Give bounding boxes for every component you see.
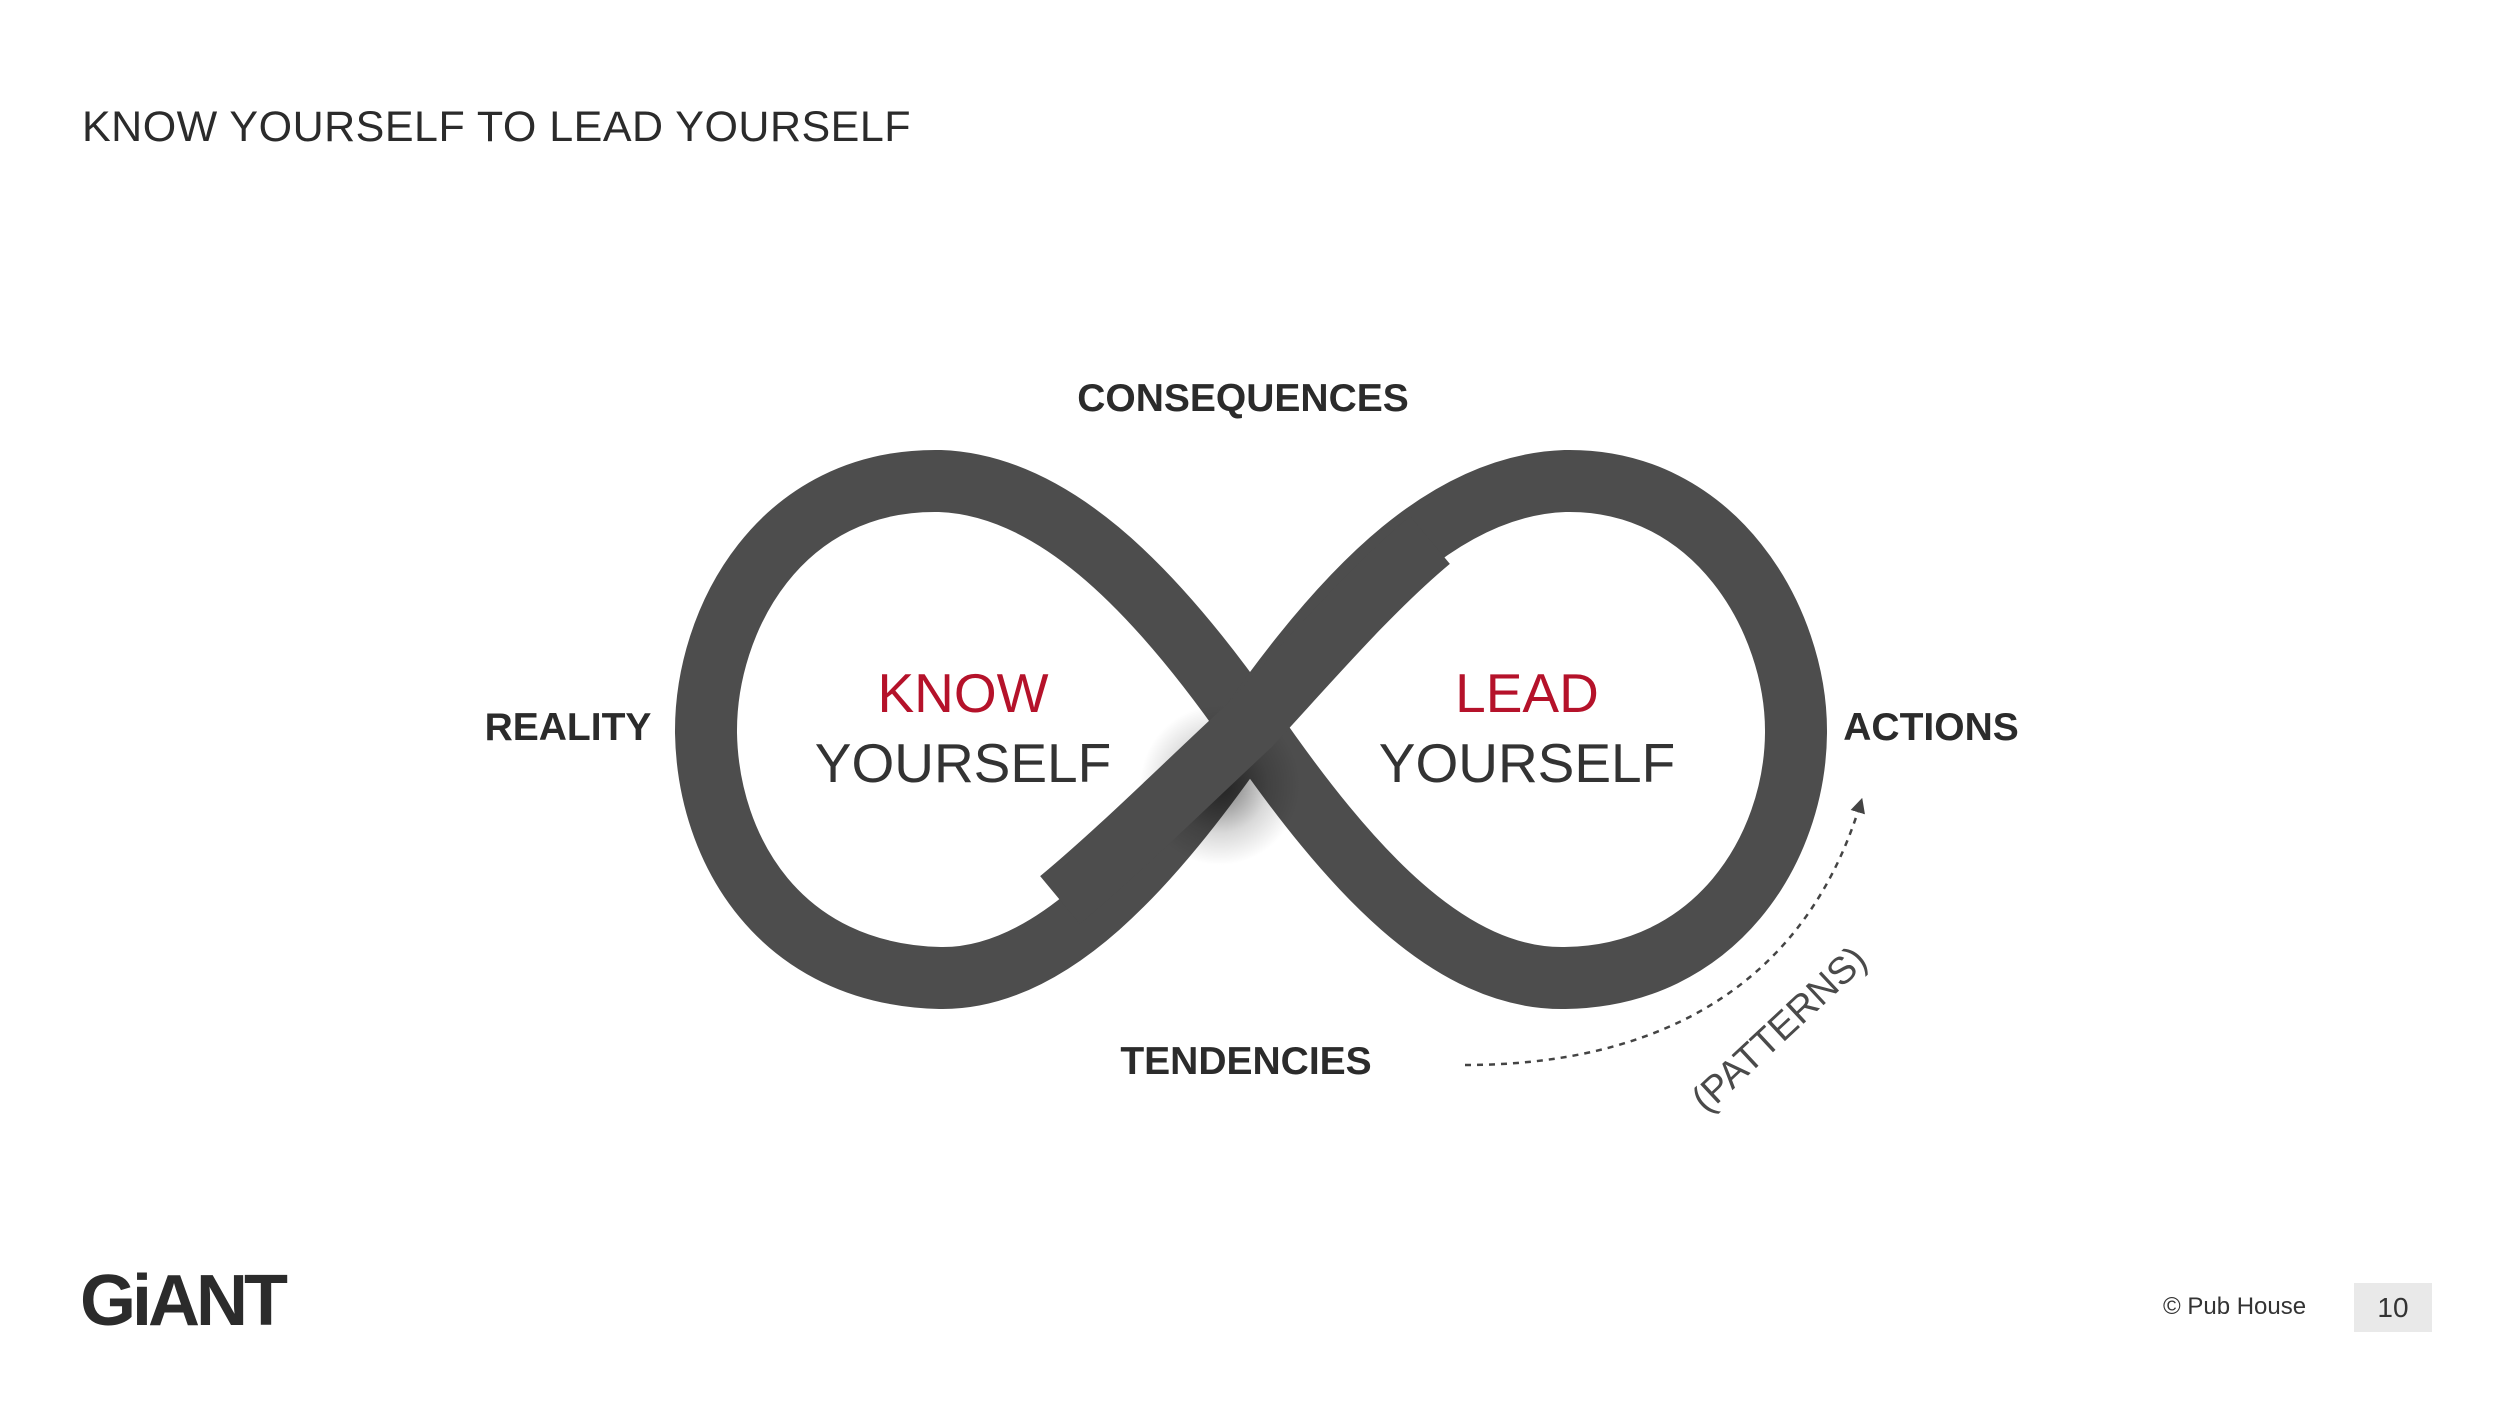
- infinity-band-right-loop: [1219, 449, 1828, 1010]
- know-word: KNOW: [877, 662, 1049, 724]
- label-reality: REALITY: [484, 706, 652, 749]
- lead-yourself-text: LEAD YOURSELF: [1379, 658, 1675, 798]
- lead-yourself-word: YOURSELF: [1378, 732, 1676, 794]
- know-yourself-text: KNOW YOURSELF: [815, 658, 1111, 798]
- lead-word: LEAD: [1455, 662, 1599, 724]
- infinity-band-left-loop: [674, 449, 1281, 1010]
- copyright-text: © Pub House: [2163, 1293, 2307, 1320]
- page-number: 10: [2354, 1283, 2432, 1332]
- giant-logo: GiANT: [80, 1261, 288, 1341]
- label-actions: ACTIONS: [1843, 706, 2019, 749]
- label-tendencies: TENDENCIES: [1120, 1040, 1372, 1083]
- slide-title: KNOW YOURSELF TO LEAD YOURSELF: [82, 103, 912, 151]
- label-consequences: CONSEQUENCES: [1077, 377, 1409, 420]
- know-yourself-word: YOURSELF: [814, 732, 1112, 794]
- infinity-band-over-strand: [1040, 516, 1450, 924]
